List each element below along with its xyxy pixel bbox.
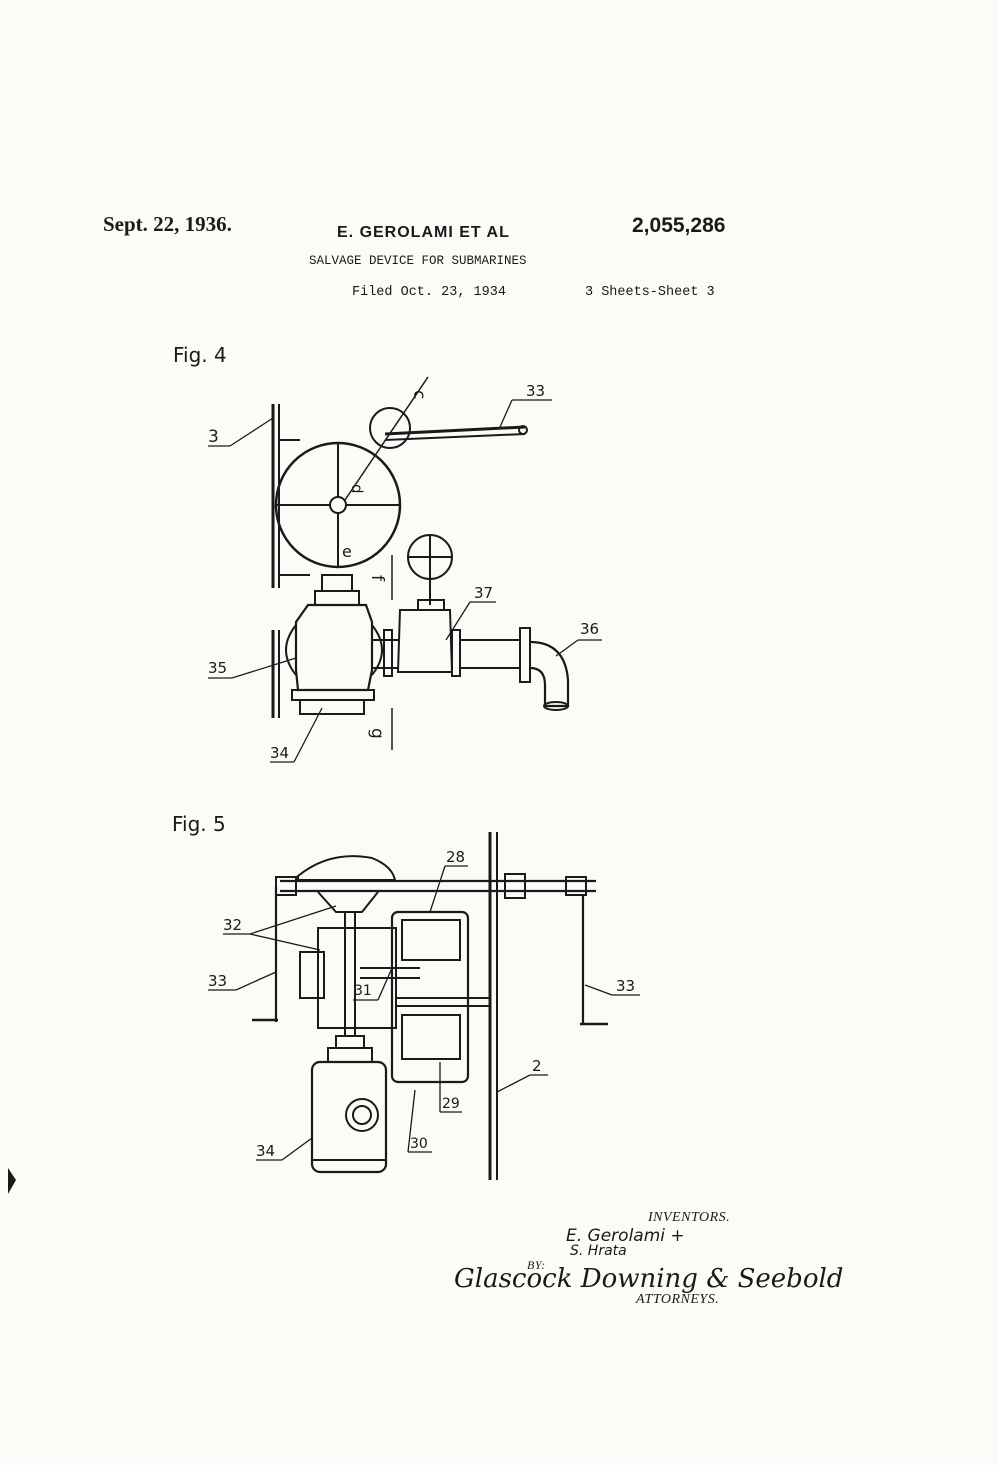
pipe-flange [519,627,531,683]
margin-arrow-icon [8,1168,16,1194]
ref-30: 30 [410,1136,428,1152]
inventor-signatures: E. Gerolami + [566,1226,685,1246]
patent-number: 2,055,286 [632,214,726,237]
ref-37: 37 [474,584,493,602]
patent-date: Sept. 22, 1936. [103,212,232,236]
ref-28: 28 [446,848,465,866]
letter-f: f [367,575,387,582]
letter-g: g [367,728,387,739]
sheet-count: 3 Sheets-Sheet 3 [585,285,715,300]
letter-c: c [409,390,429,399]
ref-31: 31 [354,983,372,999]
pump-body [310,1060,388,1174]
valve-body [294,603,374,692]
ref-33: 33 [526,382,545,400]
inventor-line: E. GEROLAMI ET AL [337,224,510,241]
attorneys-heading: ATTORNEYS. [636,1292,720,1307]
ref-32: 32 [223,916,242,934]
ref-33-right: 33 [616,977,635,995]
by-label: BY: [527,1258,546,1272]
crank-disk [369,407,411,449]
ref-36: 36 [580,620,599,638]
crank-arm [384,425,526,436]
fig5-drawing [208,832,640,1180]
ref-3: 3 [208,427,219,447]
letter-d: d [348,484,366,494]
ref-33-left: 33 [208,972,227,990]
patent-title: SALVAGE DEVICE FOR SUBMARINES [309,254,527,268]
ref-2: 2 [532,1057,542,1075]
letter-e: e [342,542,352,561]
attorney-signature: Glascock Downing & Seebold [454,1264,844,1294]
filed-date: Filed Oct. 23, 1934 [352,285,506,300]
ref-29: 29 [442,1096,460,1112]
fig4-drawing [208,376,602,763]
inventor-signatures-2: S. Hrata [570,1243,627,1259]
fig5-label: Fig. 5 [172,812,226,836]
ref-34: 34 [270,744,289,762]
ref-34-fig5: 34 [256,1142,275,1160]
fig4-label: Fig. 4 [173,343,227,367]
inventors-heading: INVENTORS. [648,1210,731,1225]
ref-35: 35 [208,659,227,677]
